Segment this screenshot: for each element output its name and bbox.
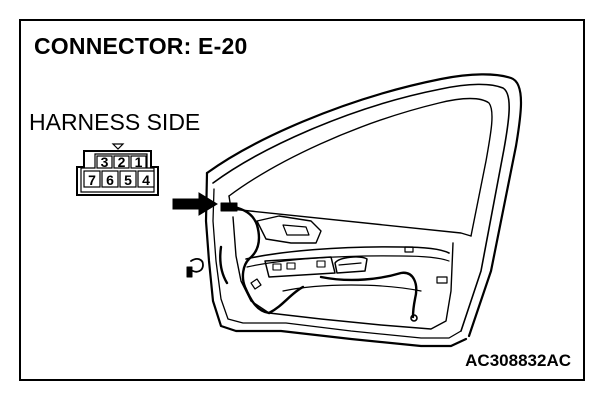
pin-label: 4 — [142, 172, 150, 188]
connector-face-diagram: 3 2 1 7 6 5 4 — [76, 143, 159, 196]
pointer-arrow-icon — [172, 192, 218, 216]
connector-title: CONNECTOR: E-20 — [34, 33, 248, 59]
pin-label: 5 — [124, 172, 132, 188]
pin-label: 3 — [101, 154, 109, 170]
pin-label: 2 — [118, 154, 126, 170]
figure-code: AC308832AC — [465, 351, 571, 370]
door-illustration — [172, 73, 523, 348]
pin-label: 1 — [135, 154, 143, 170]
pin-label: 6 — [106, 172, 114, 188]
latch-marker-icon — [111, 143, 125, 150]
connector-top-row: 3 2 1 — [96, 154, 147, 170]
connector-bottom-row: 7 6 5 4 — [83, 170, 155, 188]
diagram-frame: CONNECTOR: E-20 HARNESS SIDE 3 2 1 7 6 5… — [19, 19, 585, 381]
pin-label: 7 — [88, 172, 96, 188]
harness-side-label: HARNESS SIDE — [29, 109, 201, 135]
